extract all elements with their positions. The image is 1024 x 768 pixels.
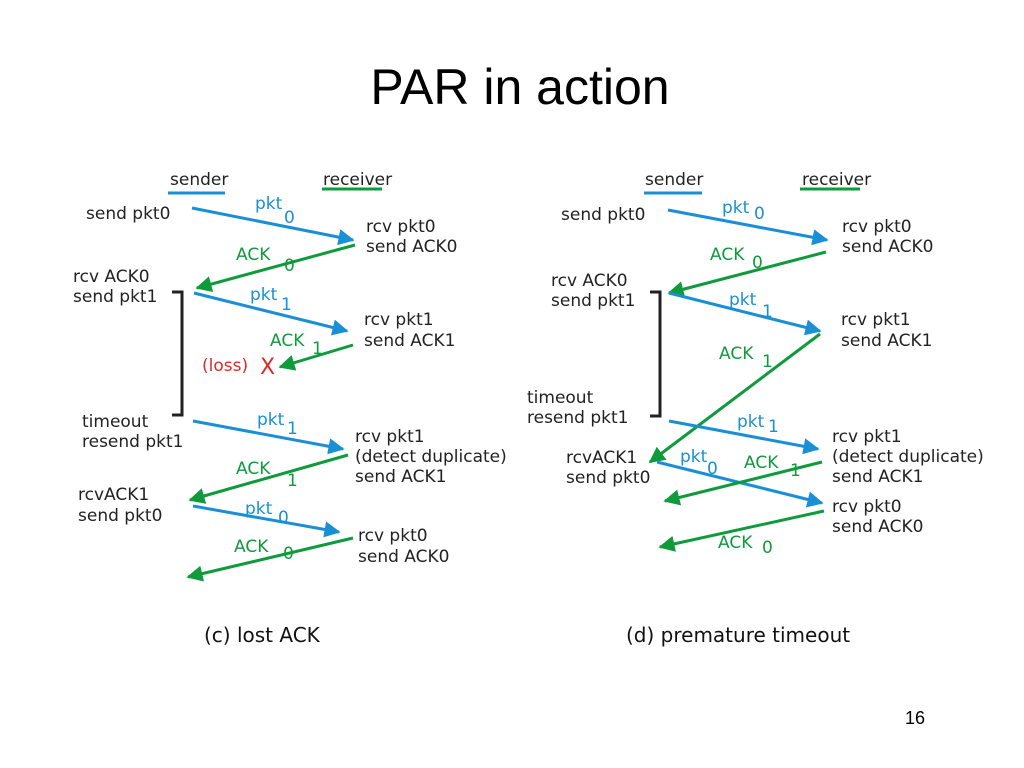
message-arrow — [658, 509, 825, 552]
event-text: resend pkt1 — [82, 432, 183, 452]
message-seq: 0 — [752, 253, 763, 273]
message-label: ACK — [236, 245, 271, 265]
message-label: pkt — [257, 410, 285, 430]
loss-x-mark: X — [260, 355, 275, 380]
event-text: (detect duplicate) — [832, 447, 984, 467]
timeout-bracket — [650, 290, 662, 418]
event-text: resend pkt1 — [527, 408, 628, 428]
message-seq: 1 — [312, 339, 323, 359]
event-text: send pkt0 — [566, 468, 650, 488]
event-text: send ACK1 — [364, 331, 455, 351]
message-seq: 1 — [281, 295, 292, 315]
message-arrow — [278, 343, 354, 371]
event-text: rcvACK1 — [78, 485, 149, 505]
message-seq: 0 — [284, 208, 295, 228]
message-arrow — [188, 453, 349, 504]
message-arrow — [191, 206, 355, 246]
event-text: send pkt0 — [86, 204, 170, 224]
event-text: rcv pkt0 — [842, 217, 912, 237]
event-text: rcv pkt0 — [366, 217, 436, 237]
event-text: send ACK1 — [355, 467, 446, 487]
event-text: send pkt1 — [73, 287, 157, 307]
event-text: send ACK1 — [832, 467, 923, 487]
panel-caption: (c) lost ACK — [204, 623, 321, 647]
event-text: send pkt1 — [551, 291, 635, 311]
message-seq: 1 — [790, 461, 801, 481]
event-text: rcv pkt1 — [832, 427, 902, 447]
event-text: rcv pkt1 — [841, 310, 911, 330]
message-arrow — [648, 332, 821, 464]
message-seq: 1 — [762, 302, 773, 322]
sender-label: sender — [645, 170, 703, 190]
message-label: ACK — [234, 537, 269, 557]
message-seq: 0 — [284, 256, 295, 276]
sender-label: sender — [170, 170, 228, 190]
message-seq: 0 — [278, 508, 289, 528]
event-text: rcv pkt0 — [358, 526, 428, 546]
event-text: send ACK0 — [832, 517, 923, 537]
event-text: rcvACK1 — [566, 448, 637, 468]
message-label: pkt — [250, 285, 278, 305]
event-text: send ACK0 — [358, 547, 449, 567]
event-text: send ACK0 — [366, 237, 457, 257]
message-arrow — [193, 291, 349, 336]
event-text: rcv pkt1 — [364, 310, 434, 330]
message-arrow — [192, 504, 341, 538]
message-arrow — [668, 291, 822, 336]
message-label: pkt — [680, 447, 708, 467]
event-text: send pkt0 — [561, 205, 645, 225]
message-label: pkt — [245, 499, 273, 519]
event-text: send pkt0 — [78, 506, 162, 526]
slide-number: 16 — [905, 708, 926, 728]
message-seq: 1 — [768, 417, 779, 437]
receiver-label: receiver — [323, 170, 392, 190]
message-seq: 0 — [283, 544, 294, 564]
message-arrow — [667, 250, 827, 298]
message-arrow — [192, 419, 345, 455]
panel-premature-timeout: sender receiver send pkt0 rcv pkt0 send … — [527, 170, 984, 647]
message-label: pkt — [737, 412, 765, 432]
message-label: ACK — [236, 459, 271, 479]
message-seq: 0 — [754, 204, 765, 224]
loss-label: (loss) — [202, 356, 248, 376]
message-label: ACK — [744, 453, 779, 473]
receiver-label: receiver — [802, 170, 871, 190]
event-text: send ACK1 — [841, 331, 932, 351]
event-text: rcv pkt1 — [355, 427, 425, 447]
message-arrow — [186, 536, 354, 582]
message-seq: 1 — [287, 419, 298, 439]
event-text: timeout — [82, 412, 149, 432]
event-text: rcv ACK0 — [73, 267, 150, 287]
message-label: pkt — [729, 290, 757, 310]
message-seq: 1 — [287, 471, 298, 491]
message-seq: 1 — [762, 352, 773, 372]
message-arrow — [195, 243, 356, 292]
message-label: pkt — [722, 198, 750, 218]
panel-caption: (d) premature timeout — [626, 623, 850, 647]
message-label: ACK — [710, 245, 745, 265]
slide-title: PAR in action — [370, 59, 670, 115]
message-arrow — [667, 208, 829, 246]
event-text: timeout — [527, 388, 594, 408]
event-text: send ACK0 — [842, 237, 933, 257]
event-text: rcv ACK0 — [551, 271, 628, 291]
message-seq: 0 — [762, 538, 773, 558]
event-text: (detect duplicate) — [355, 447, 507, 467]
message-label: ACK — [270, 331, 305, 351]
panel-lost-ack: sender receiver send pkt0 rcv pkt0 send … — [73, 170, 507, 647]
message-label: ACK — [718, 533, 753, 553]
timeout-bracket — [172, 290, 184, 417]
message-label: pkt — [255, 194, 283, 214]
message-seq: 0 — [707, 459, 718, 479]
message-arrow — [663, 460, 823, 506]
message-arrow — [668, 419, 820, 455]
event-text: rcv pkt0 — [832, 497, 902, 517]
message-label: ACK — [719, 344, 754, 364]
